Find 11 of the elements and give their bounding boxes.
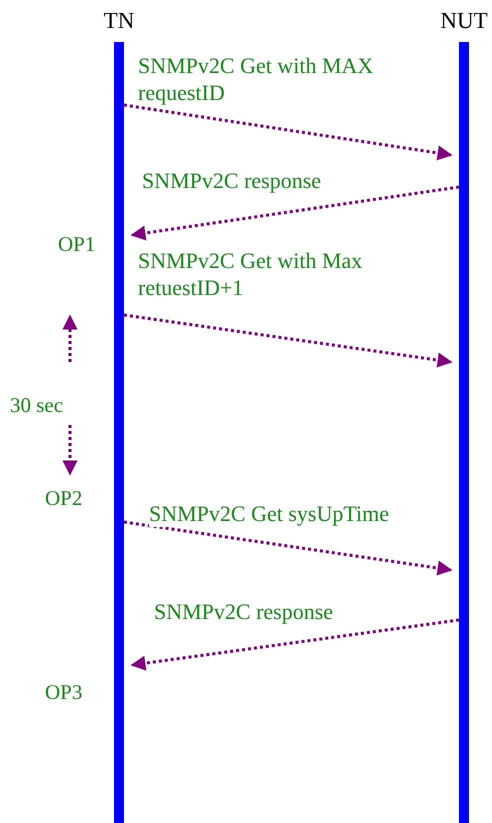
lifeline-label: TN <box>102 7 136 35</box>
message-arrow <box>124 520 452 576</box>
message-arrow <box>130 618 460 671</box>
annotation-label: OP2 <box>45 486 82 510</box>
message-arrow <box>124 104 452 160</box>
annotation-label: 30 sec <box>10 393 64 417</box>
message-arrow <box>130 186 460 240</box>
annotation-label: OP1 <box>58 232 96 256</box>
message-arrow <box>124 314 452 368</box>
lifeline-label: NUT <box>439 7 489 35</box>
annotation-label: OP3 <box>45 680 82 704</box>
